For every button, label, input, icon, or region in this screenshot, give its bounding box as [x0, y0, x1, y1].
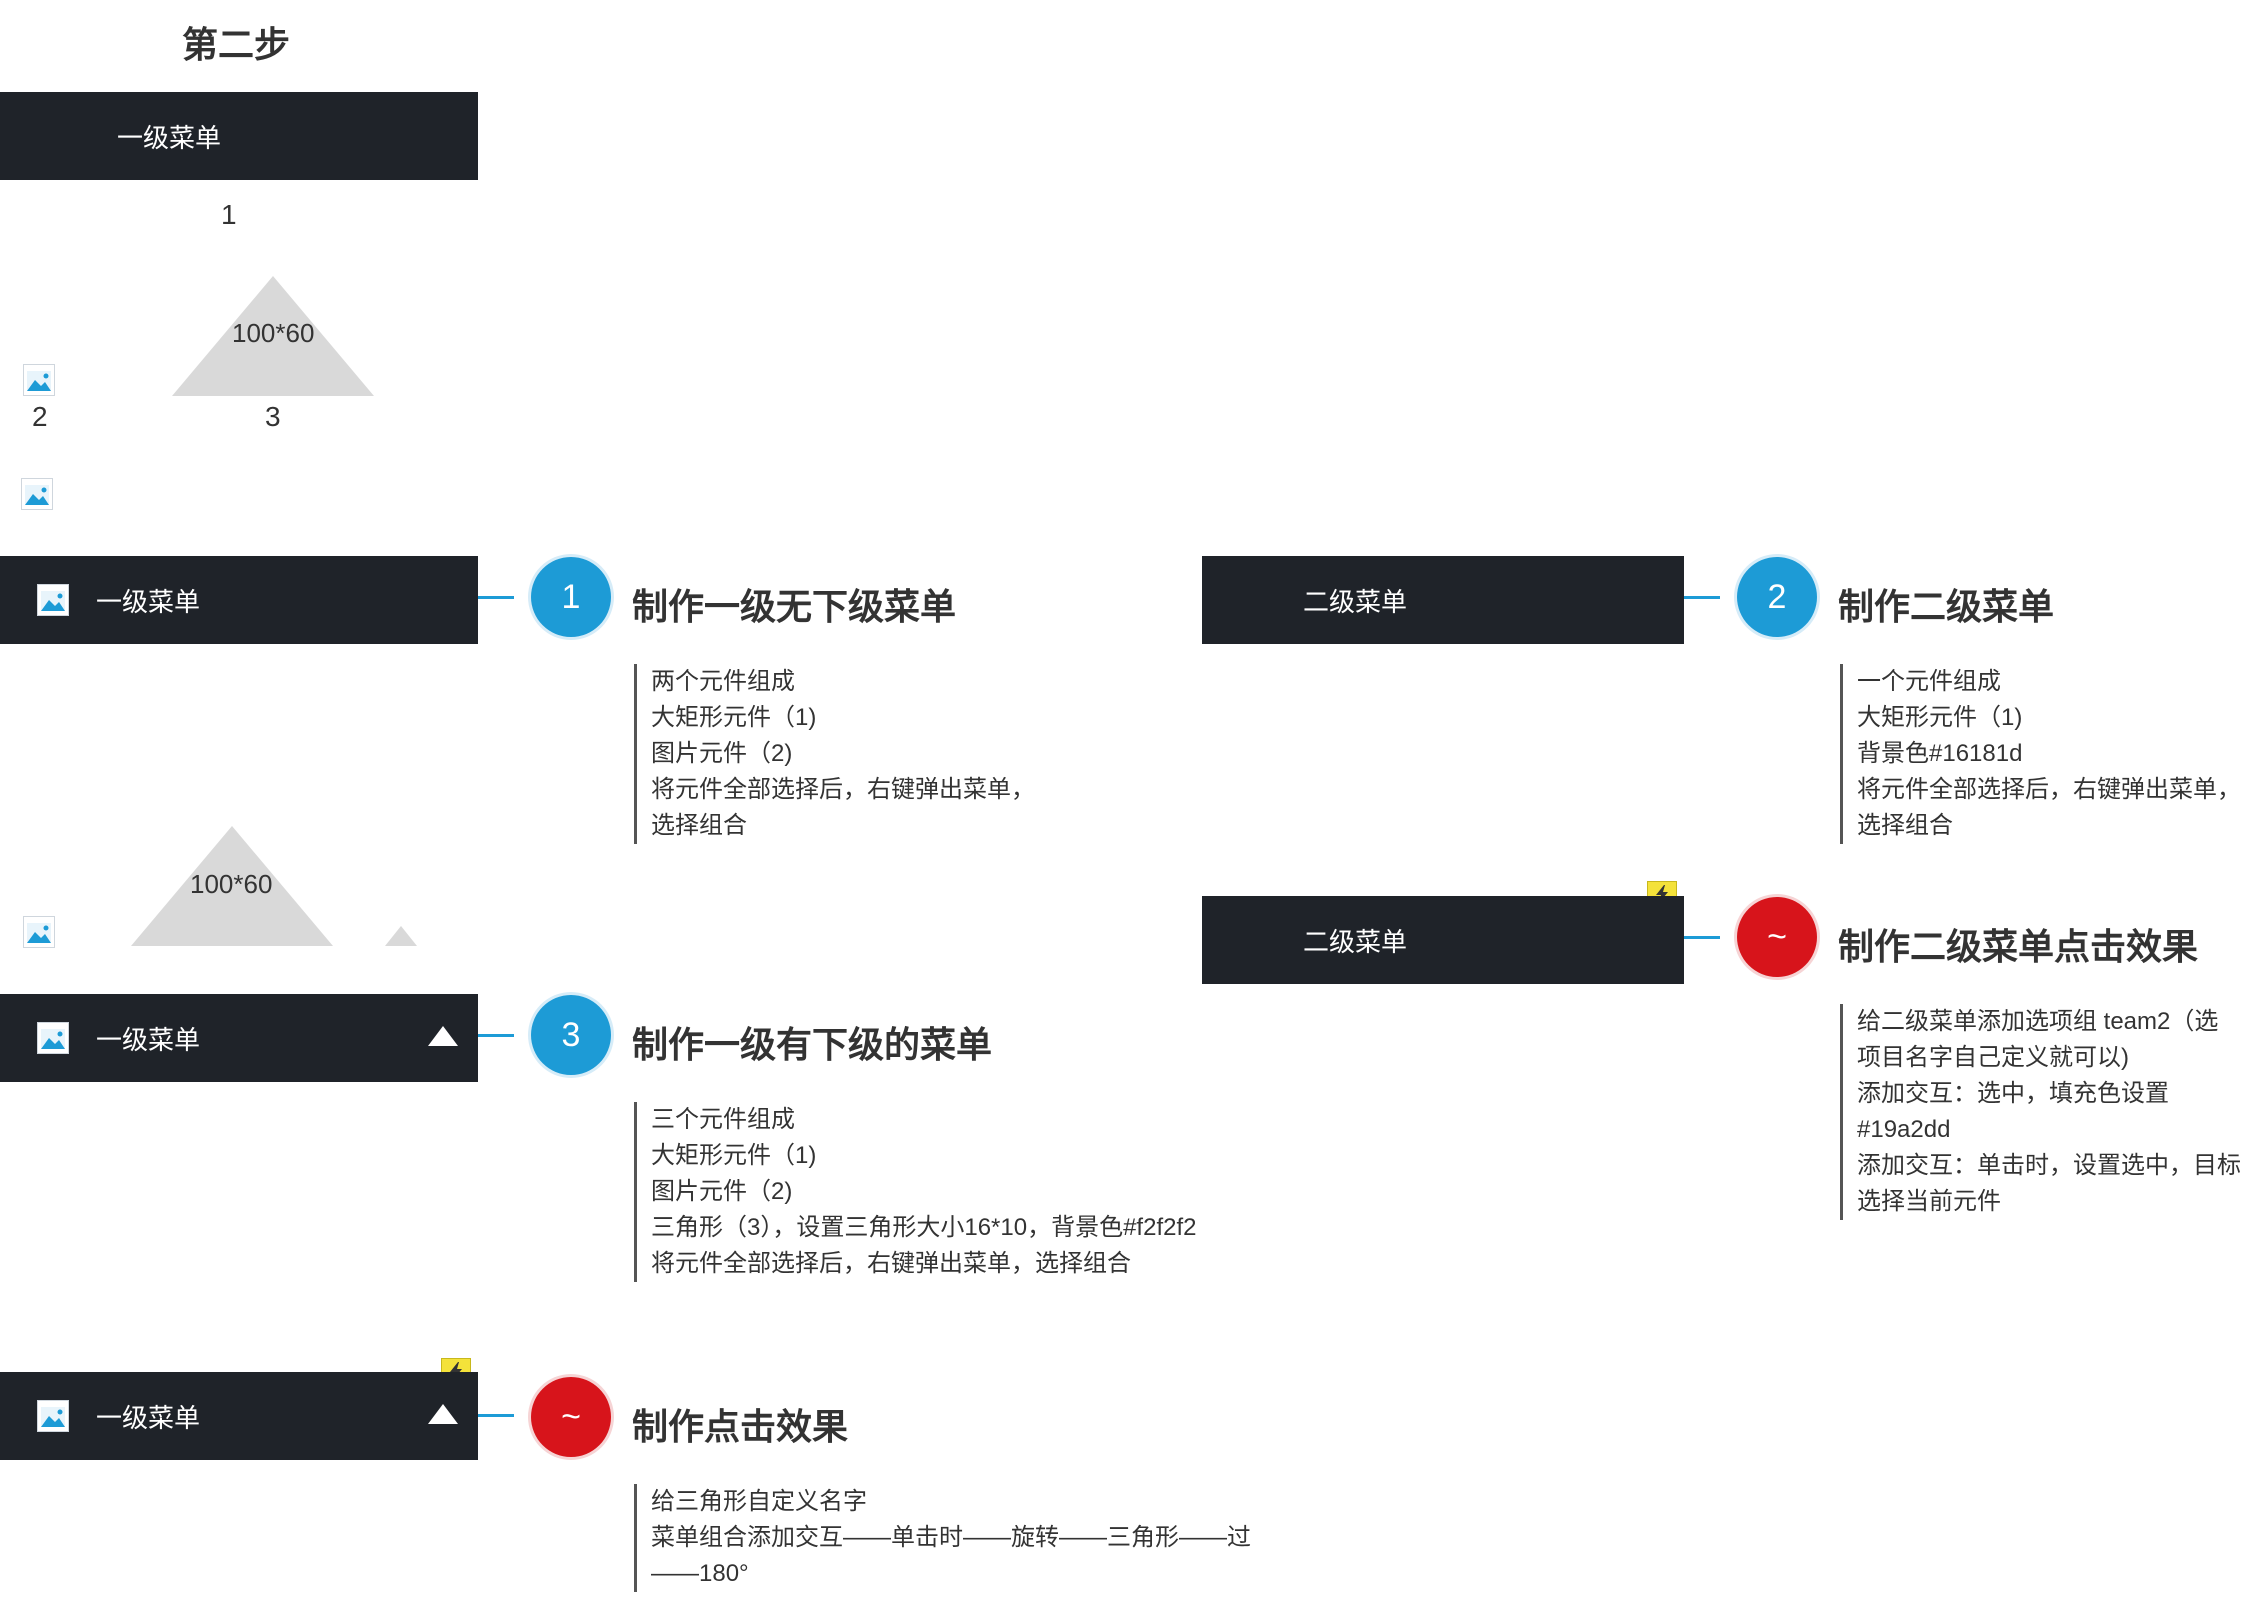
page-title: 第二步	[182, 24, 291, 65]
step2-menu-bar: 二级菜单	[1202, 556, 1684, 644]
label-2: 2	[32, 401, 48, 432]
click-effect-connector	[478, 1414, 514, 1417]
click-effect-menu-bar-label: 一级菜单	[96, 1402, 201, 1433]
triangle-shape-2	[131, 826, 333, 946]
image-icon	[23, 364, 55, 396]
step2-connector	[1684, 596, 1720, 599]
step1-title: 制作一级无下级菜单	[632, 586, 957, 627]
step1-note-line: 大矩形元件（1)	[651, 704, 817, 731]
click-effect-title: 制作点击效果	[632, 1406, 849, 1447]
step3-menu-bar: 一级菜单	[0, 994, 478, 1082]
step2-click-note-line: 选择当前元件	[1857, 1188, 2001, 1215]
step2-note-line: 大矩形元件（1)	[1857, 704, 2023, 731]
step2-note-line: 背景色#16181d	[1857, 740, 2023, 767]
click-effect-note-line: ——180°	[651, 1560, 749, 1587]
click-effect-note-line: 菜单组合添加交互——单击时——旋转——三角形——过	[651, 1524, 1251, 1551]
image-icon	[23, 916, 55, 948]
small-triangle-shape	[385, 926, 417, 946]
step1-menu-bar: 一级菜单	[0, 556, 478, 644]
step3-note-line: 三个元件组成	[651, 1106, 795, 1133]
step3-menu-bar-label: 一级菜单	[96, 1024, 201, 1055]
step3-note-line: 三角形（3），设置三角形大小16*10，背景色#f2f2f2	[651, 1214, 1197, 1241]
step1-note-line: 图片元件（2)	[651, 740, 793, 767]
label-1: 1	[221, 199, 237, 230]
step2-menu-bar-label: 二级菜单	[1303, 586, 1408, 617]
triangle-size-label-2: 100*60	[190, 869, 273, 899]
step2-badge: 2	[1737, 557, 1817, 637]
step2-click-note-line: 添加交互：单击时，设置选中，目标	[1857, 1152, 2241, 1179]
step2-click-connector	[1684, 936, 1720, 939]
step1-connector	[478, 596, 514, 599]
step2-click-note-line: 给二级菜单添加选项组 team2（选	[1857, 1008, 2219, 1035]
step2-notes: 一个元件组成 大矩形元件（1) 背景色#16181d 将元件全部选择后，右键弹出…	[1840, 664, 2241, 844]
triangle-up-icon	[428, 1404, 458, 1424]
step1-note-line: 将元件全部选择后，右键弹出菜单，	[651, 776, 1035, 803]
step2-click-title: 制作二级菜单点击效果	[1838, 926, 2199, 967]
image-icon	[37, 1022, 69, 1054]
step3-connector	[478, 1034, 514, 1037]
step1-badge: 1	[531, 557, 611, 637]
click-effect-note-line: 给三角形自定义名字	[651, 1488, 867, 1515]
triangle-up-icon	[428, 1026, 458, 1046]
image-icon	[37, 1400, 69, 1432]
step1-note-line: 两个元件组成	[651, 668, 795, 695]
step2-click-note-line: #19a2dd	[1857, 1116, 1951, 1143]
step2-click-note-line: 项目名字自己定义就可以)	[1857, 1044, 2129, 1071]
triangle-size-label-1: 100*60	[232, 318, 315, 348]
step2-note-line: 一个元件组成	[1857, 668, 2001, 695]
step2-title: 制作二级菜单	[1838, 586, 2055, 627]
click-effect-notes: 给三角形自定义名字 菜单组合添加交互——单击时——旋转——三角形——过 ——18…	[634, 1484, 1251, 1592]
click-effect-badge: ~	[531, 1377, 611, 1457]
label-3: 3	[265, 401, 281, 432]
step2-click-note-line: 添加交互：选中，填充色设置	[1857, 1080, 2169, 1107]
step3-title: 制作一级有下级的菜单	[632, 1024, 993, 1065]
click-effect-menu-bar: 一级菜单	[0, 1372, 478, 1460]
step3-note-line: 将元件全部选择后，右键弹出菜单，选择组合	[651, 1250, 1131, 1277]
step1-note-line: 选择组合	[651, 812, 747, 839]
image-icon	[21, 478, 53, 510]
step3-note-line: 图片元件（2)	[651, 1178, 793, 1205]
step2-click-menu-bar: 二级菜单	[1202, 896, 1684, 984]
top-menu-bar-label: 一级菜单	[117, 122, 222, 153]
step3-note-line: 大矩形元件（1)	[651, 1142, 817, 1169]
image-icon	[37, 584, 69, 616]
step3-badge: 3	[531, 995, 611, 1075]
step2-note-line: 将元件全部选择后，右键弹出菜单，	[1857, 776, 2241, 803]
step2-click-badge: ~	[1737, 897, 1817, 977]
step1-menu-bar-label: 一级菜单	[96, 586, 201, 617]
step2-note-line: 选择组合	[1857, 812, 1953, 839]
step1-notes: 两个元件组成 大矩形元件（1) 图片元件（2) 将元件全部选择后，右键弹出菜单，…	[634, 664, 1035, 844]
step2-click-notes: 给二级菜单添加选项组 team2（选 项目名字自己定义就可以) 添加交互：选中，…	[1840, 1004, 2241, 1220]
top-menu-bar: 一级菜单	[0, 92, 478, 180]
triangle-shape-1	[172, 276, 374, 396]
step3-notes: 三个元件组成 大矩形元件（1) 图片元件（2) 三角形（3），设置三角形大小16…	[634, 1102, 1196, 1282]
step2-click-menu-bar-label: 二级菜单	[1303, 926, 1408, 957]
